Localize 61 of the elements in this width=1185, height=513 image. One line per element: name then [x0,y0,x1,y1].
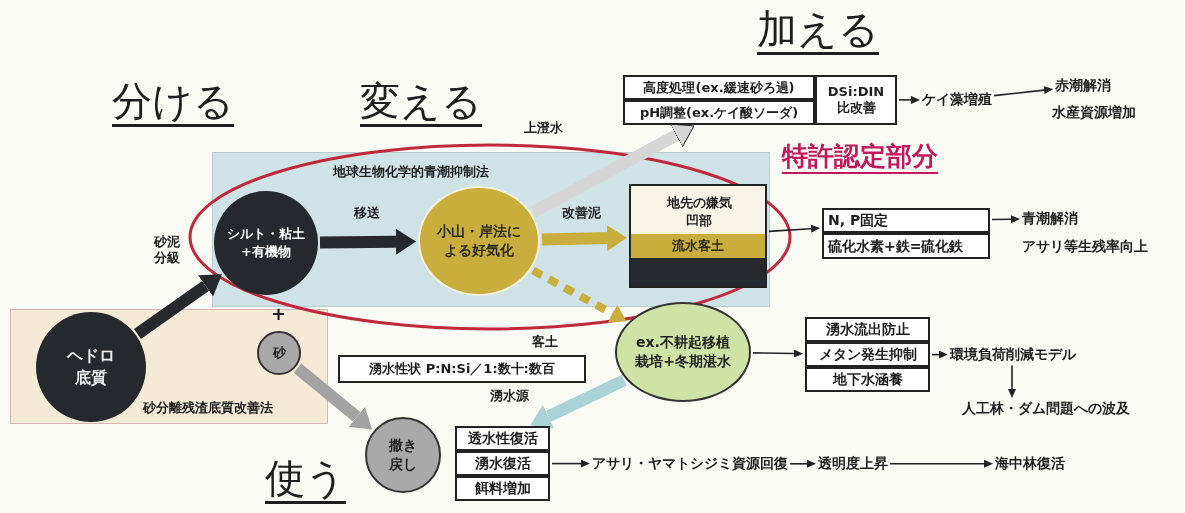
edge-label: 湧水源 [488,388,531,404]
result-text: 人工林・ダム問題への波及 [962,400,1130,418]
panel-heading: 地球生物化学的青潮抑制法 [333,163,489,181]
aeration-circle: 小山・岸法による好気化 [418,186,540,296]
sediment-layer-box [629,184,767,288]
result-text: 水産資源増加 [1052,104,1136,122]
effect-box: メタン発生抑制 [805,342,930,367]
arrow [789,459,816,468]
result-text: アサリ・ヤマトシジミ資源回復 [592,455,788,473]
patent-heading: 特許認定部分 [782,142,938,174]
section-heading: 使う [265,455,346,504]
process-box: N, P固定 [822,208,990,233]
box-text: 地先の嫌気凹部 [665,194,733,230]
arrow [898,95,920,104]
section-heading: 分ける [112,78,234,127]
effect-box: 湧水復活 [455,451,550,476]
effect-box: 餌料増加 [455,476,550,501]
process-box: pH調整(ex.ケイ酸ソーダ) [623,100,815,125]
note-box: 湧水性状 P:N:Si／1:数十:数百 [338,355,586,383]
method-panel [212,152,770,307]
block-arrow [541,225,627,252]
result-text: 赤潮解消 [1055,77,1111,95]
section-heading: 加える [757,6,879,55]
sand-circle: 砂 [257,331,301,375]
block-arrow [530,123,695,218]
arrow [993,86,1054,97]
block-arrow [134,274,222,339]
result-text: 環境負荷削減モデル [950,346,1076,364]
arrow [551,459,590,468]
effect-box: 地下水涵養 [805,367,930,392]
soil-layer-band: 流水客土 [631,234,765,258]
process-box: 硫化水素+鉄=硫化鉄 [822,233,990,259]
edge-label: 改善泥 [560,205,603,221]
edge-label: 上澄水 [522,120,565,136]
method-panel [10,309,328,424]
result-text: 海中林復活 [995,455,1065,473]
process-box: DSi:DIN 比改善 [815,75,897,125]
sediment-circle: シルト・粘土+有機物 [214,191,318,295]
block-arrow [530,374,627,429]
plus-sign: + [271,304,287,325]
effect-box: 透水性復活 [455,426,550,451]
arrow [768,224,820,233]
return-circle: 撒き戻し [365,417,441,493]
process-box: 高度処理(ex.緩速砂ろ過) [623,75,815,100]
panel-heading: 砂分離残渣底質改善法 [143,399,273,417]
arrow [752,349,803,358]
arrow [1008,364,1016,398]
edge-label: 客土 [530,334,560,350]
dashed-arrow [531,266,627,323]
edge-label: 移送 [352,205,382,221]
effect-box: 湧水流出防止 [805,317,930,342]
result-text: 透明度上昇 [818,455,888,473]
arrow [931,350,948,359]
arrow [889,459,993,468]
result-text: アサリ等生残率向上 [1022,238,1148,256]
result-text: ケイ藻増殖 [922,91,992,109]
farming-ellipse: ex.不耕起移植栽培+冬期湛水 [615,302,751,402]
result-text: 青潮解消 [1022,210,1078,228]
section-heading: 変える [360,78,482,127]
block-arrow [319,228,416,255]
arrow [991,215,1020,224]
